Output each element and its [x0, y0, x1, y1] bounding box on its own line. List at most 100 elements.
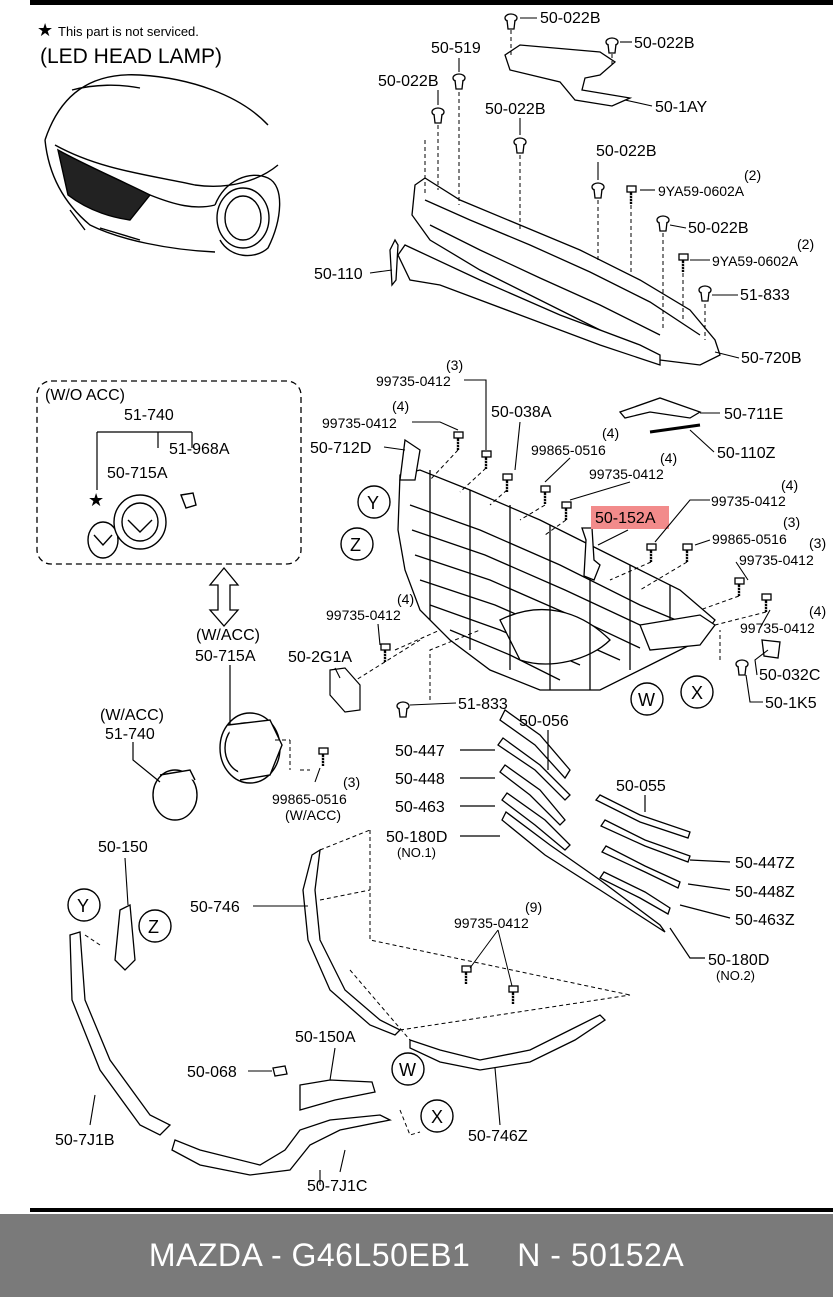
label-51-740-line	[132, 742, 161, 783]
bracket-50-152A-shape	[581, 527, 601, 581]
screw-99735-c	[560, 500, 573, 522]
screw-99735-i	[507, 984, 520, 1006]
label-50-152A: 50-152A	[595, 510, 656, 527]
clip-51-833-top	[698, 285, 712, 302]
label-50-056: 50-056	[519, 713, 569, 730]
label-50-032C: 50-032C	[759, 667, 820, 684]
screw-99735-h	[460, 964, 473, 986]
label-50-463: 50-463	[395, 799, 445, 816]
label-50-055: 50-055	[616, 778, 666, 795]
highlight-50-152A	[591, 506, 669, 529]
label-50-110Z: 50-110Z	[717, 445, 776, 462]
qty-99735-b: (4)	[392, 398, 409, 414]
label-50-180D-2: 50-180D	[708, 952, 769, 969]
qty-99735-a: (3)	[446, 357, 463, 373]
label-50-448: 50-448	[395, 771, 445, 788]
label-99865-c: 99865-0516	[272, 791, 347, 807]
deflector-shape	[397, 244, 661, 366]
qty-9YA59-a: (2)	[744, 167, 761, 183]
callout-y-main-text: Y	[367, 493, 379, 513]
moldings-leader-lines	[460, 730, 731, 959]
clip-50-022B-right2	[656, 215, 670, 232]
strip-50-711E-shape	[618, 397, 702, 419]
emblem-shape	[87, 492, 197, 559]
callout-w-lower: W	[391, 1052, 425, 1086]
label-51-968A: 51-968A	[169, 441, 230, 458]
label-50-2G1A-shape	[329, 667, 361, 713]
wo-acc-star: ★	[88, 490, 104, 510]
frame-leader-lines	[424, 30, 706, 340]
note-star: ★	[37, 20, 53, 40]
bracket-51-740-leader	[96, 431, 193, 490]
label-99735-b: 99735-0412	[322, 415, 397, 431]
callout-y-main: Y	[357, 485, 391, 519]
label-50-715A-w: 50-715A	[195, 648, 256, 665]
callout-w-lower-text: W	[399, 1060, 416, 1080]
screw-leader-99735-9	[469, 929, 513, 987]
label-99735-a: 99735-0412	[376, 373, 451, 389]
screw-99865-b	[681, 542, 694, 564]
upper-bracket-shape	[504, 44, 633, 107]
qty-99865-c: (3)	[343, 774, 360, 790]
label-50-022B-e: 50-022B	[596, 143, 657, 160]
label-50-711E: 50-711E	[724, 406, 783, 423]
camera-ring-leaders	[275, 739, 310, 771]
clip-50-022B-top2	[605, 37, 619, 54]
w-acc-note-c: (W/ACC)	[285, 807, 341, 823]
screw-50-038A	[501, 472, 514, 494]
clip-50-022B-left	[431, 107, 445, 124]
label-50-068: 50-068	[187, 1064, 237, 1081]
label-50-038A: 50-038A	[491, 404, 552, 421]
clip-50-022B-top	[504, 13, 518, 30]
label-99735-g: 99735-0412	[326, 607, 401, 623]
bottom-rule	[30, 1208, 833, 1212]
label-50-022B-a: 50-022B	[540, 10, 601, 27]
callout-z-main-text: Z	[350, 535, 361, 555]
car-illustration	[44, 74, 281, 257]
clip-50-1K5	[735, 659, 749, 676]
label-50-7J1B: 50-7J1B	[55, 1132, 115, 1149]
bracket-50-032C-shape	[761, 639, 781, 659]
callout-w-main-text: W	[638, 690, 655, 710]
w-acc-note-b: (W/ACC)	[100, 707, 164, 724]
label-50-7J1C: 50-7J1C	[307, 1178, 367, 1195]
callout-y-lower: Y	[67, 888, 101, 922]
label-50-463Z: 50-463Z	[735, 912, 795, 929]
screw-99735-b	[480, 449, 493, 471]
label-50-022B-c: 50-022B	[378, 73, 439, 90]
callout-z-lower-text: Z	[148, 917, 159, 937]
label-99735-e: 99735-0412	[739, 552, 814, 568]
label-9YA59-a: 9YA59-0602A	[658, 183, 745, 199]
label-50-180D: 50-180D	[386, 829, 447, 846]
double-arrow	[208, 566, 240, 627]
qty-99865-a: (4)	[602, 425, 619, 441]
label-99865-a: 99865-0516	[531, 442, 606, 458]
label-50-715A-wo: 50-715A	[107, 465, 168, 482]
qty-99735-d: (4)	[781, 477, 798, 493]
moldings-shape	[497, 709, 691, 933]
qty-99735-g: (4)	[397, 591, 414, 607]
strip-50-110Z-shape	[649, 423, 701, 434]
label-99735-f: 99735-0412	[740, 620, 815, 636]
qty-99865-b: (3)	[783, 514, 800, 530]
label-50-746: 50-746	[190, 899, 240, 916]
qty-99735-c: (4)	[660, 450, 677, 466]
label-51-740-w: 51-740	[105, 726, 155, 743]
label-50-022B-d: 50-022B	[485, 101, 546, 118]
qty-99735-f: (4)	[809, 603, 826, 619]
top-rule	[30, 0, 833, 5]
label-50-150A: 50-150A	[295, 1029, 356, 1046]
label-51-740-wo: 51-740	[124, 407, 174, 424]
label-50-150: 50-150	[98, 839, 148, 856]
lower-bumper-shape	[69, 848, 607, 1176]
label-50-022B-f: 50-022B	[688, 220, 749, 237]
label-51-833-top: 51-833	[740, 287, 790, 304]
label-50-1AY: 50-1AY	[655, 99, 708, 116]
label-50-519: 50-519	[431, 40, 481, 57]
w-acc-note-a: (W/ACC)	[196, 627, 260, 644]
footer-bar: MAZDA - G46L50EB1 N - 50152A	[0, 1214, 833, 1297]
note-text: This part is not serviced.	[58, 24, 199, 39]
diagram-title: (LED HEAD LAMP)	[40, 45, 222, 68]
exploded-parts-diagram: ★ This part is not serviced. (LED HEAD L…	[36, 10, 826, 1195]
